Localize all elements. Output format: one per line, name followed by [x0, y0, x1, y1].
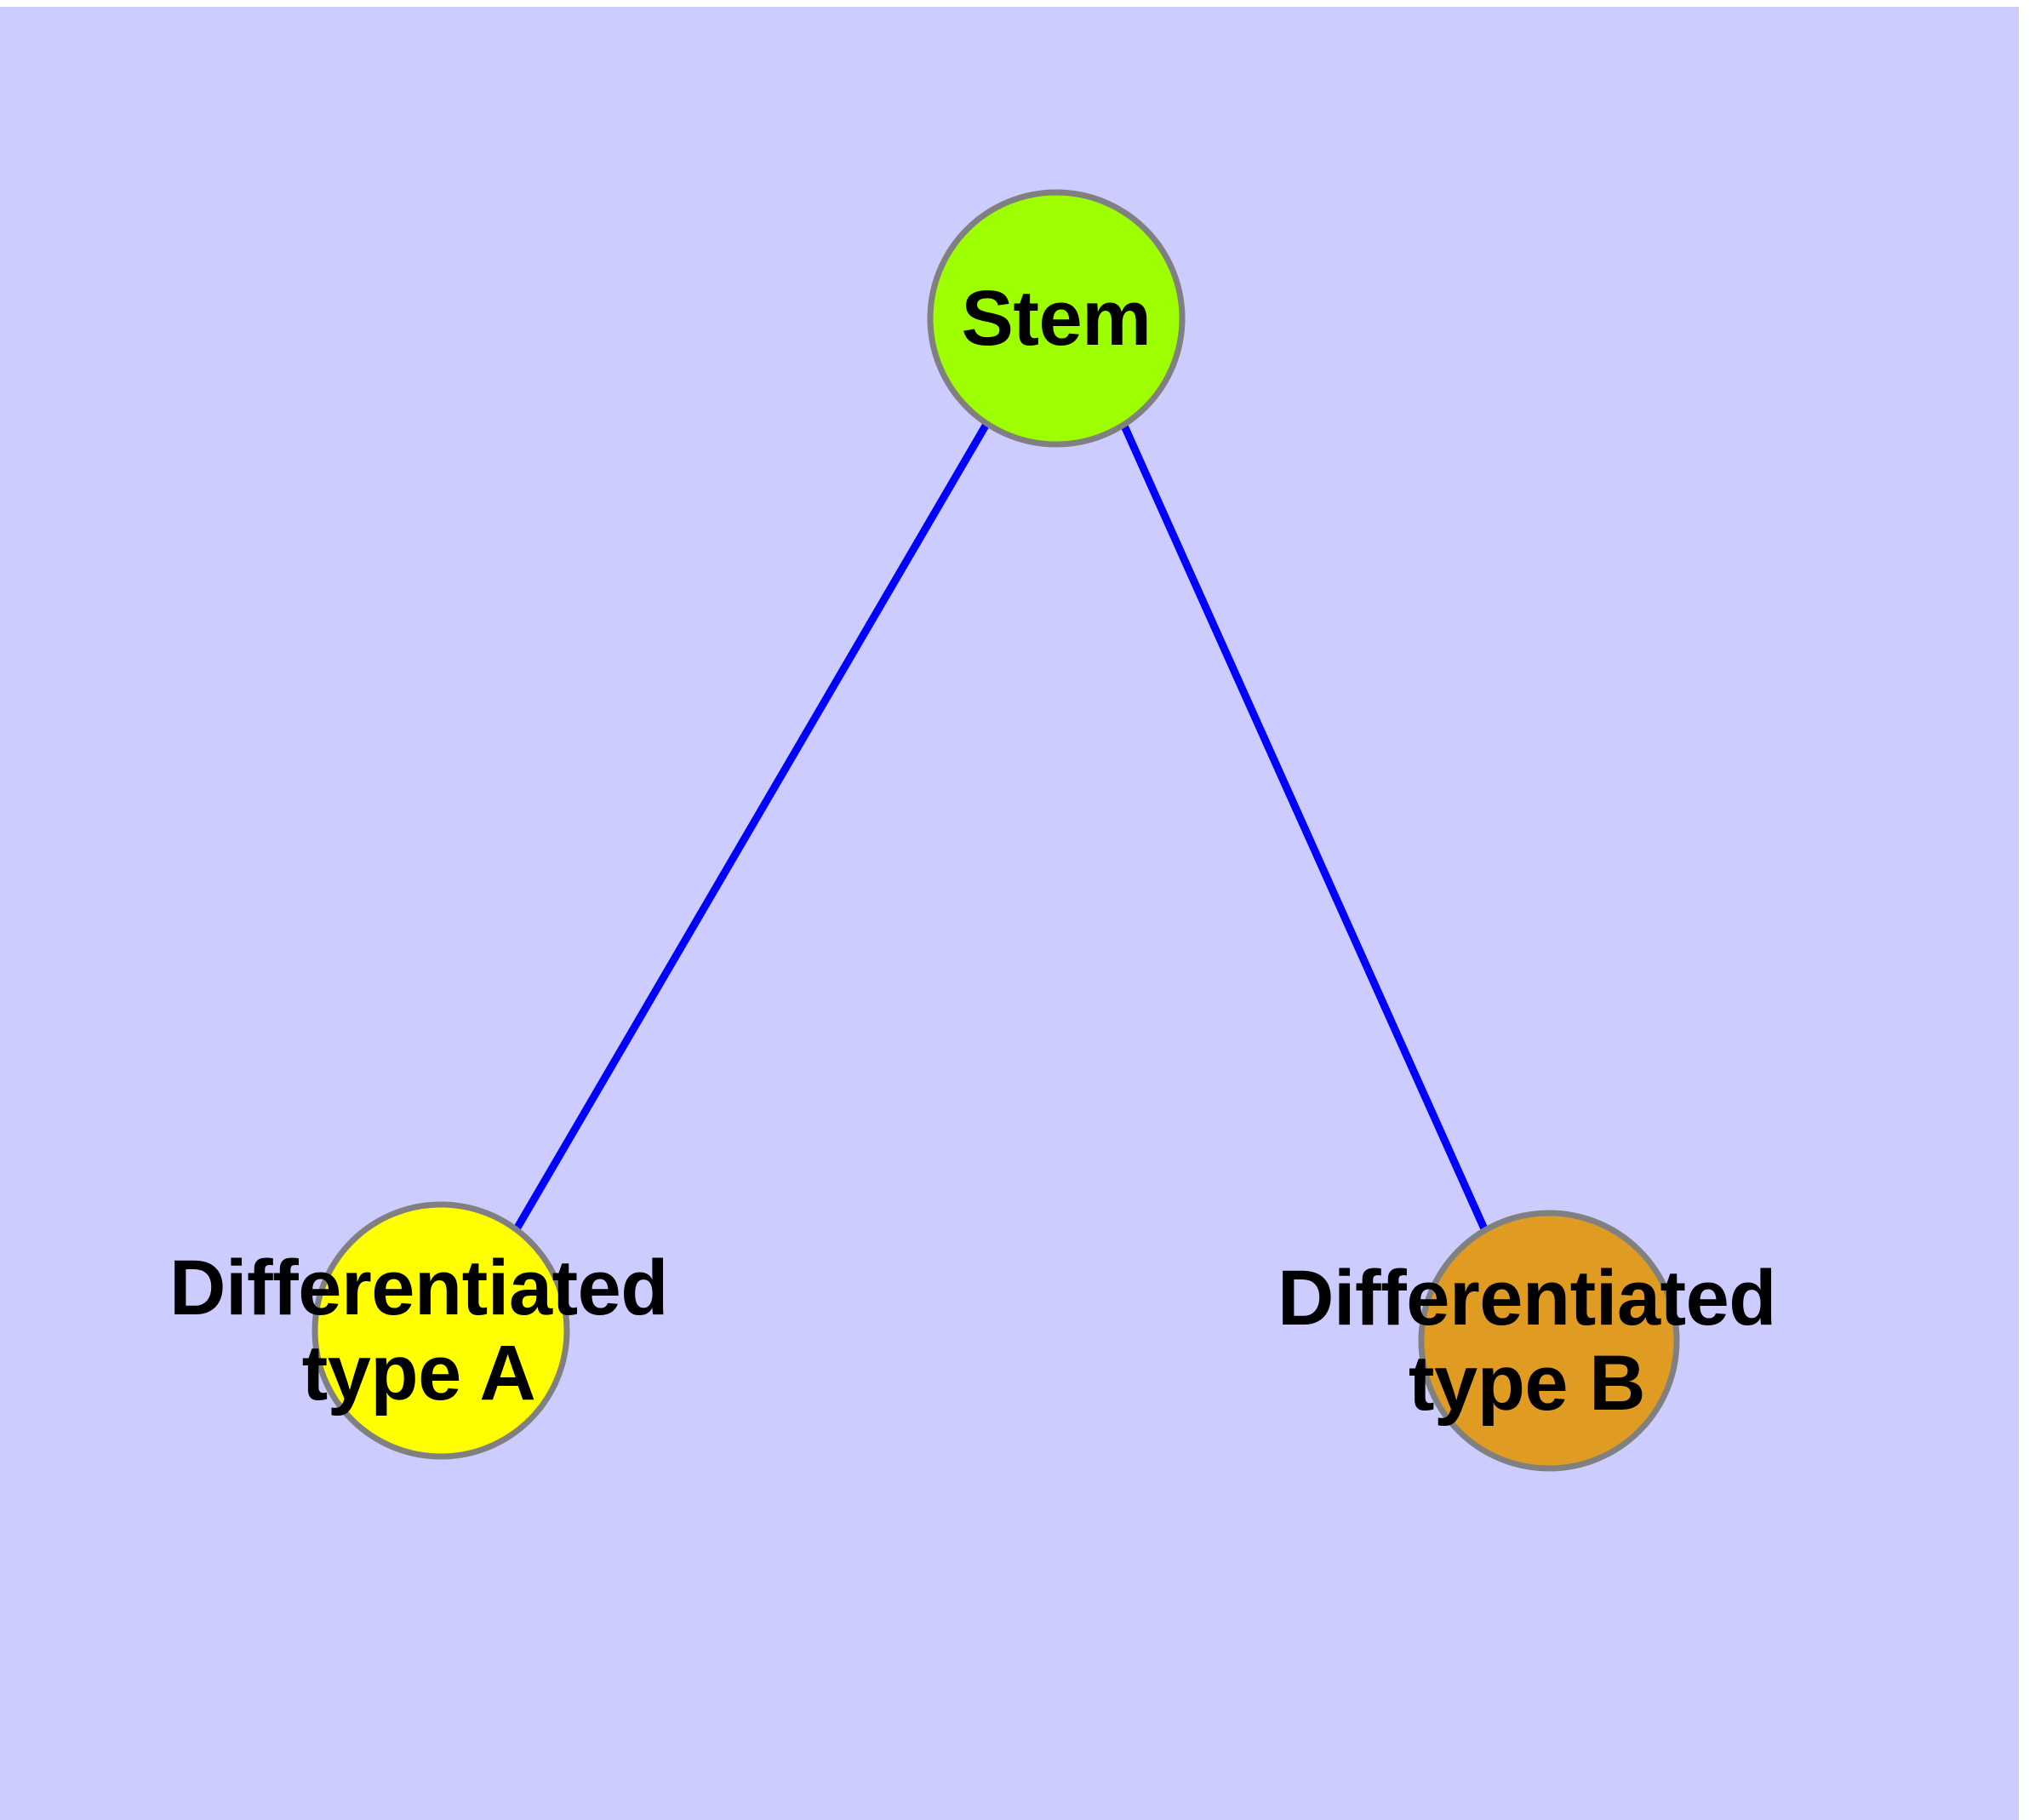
node-link-graph — [311, 189, 1680, 1472]
node-stem[interactable] — [927, 189, 1186, 448]
diagram-canvas: Stem Differentiated type A Differentiate… — [0, 7, 2019, 1820]
node-differentiated-type-b[interactable] — [1418, 1210, 1680, 1472]
edge-stem-to-differentiated-type-a — [514, 423, 989, 1230]
edge-stem-to-differentiated-type-b — [1119, 422, 1490, 1234]
node-differentiated-type-a[interactable] — [311, 1201, 570, 1460]
